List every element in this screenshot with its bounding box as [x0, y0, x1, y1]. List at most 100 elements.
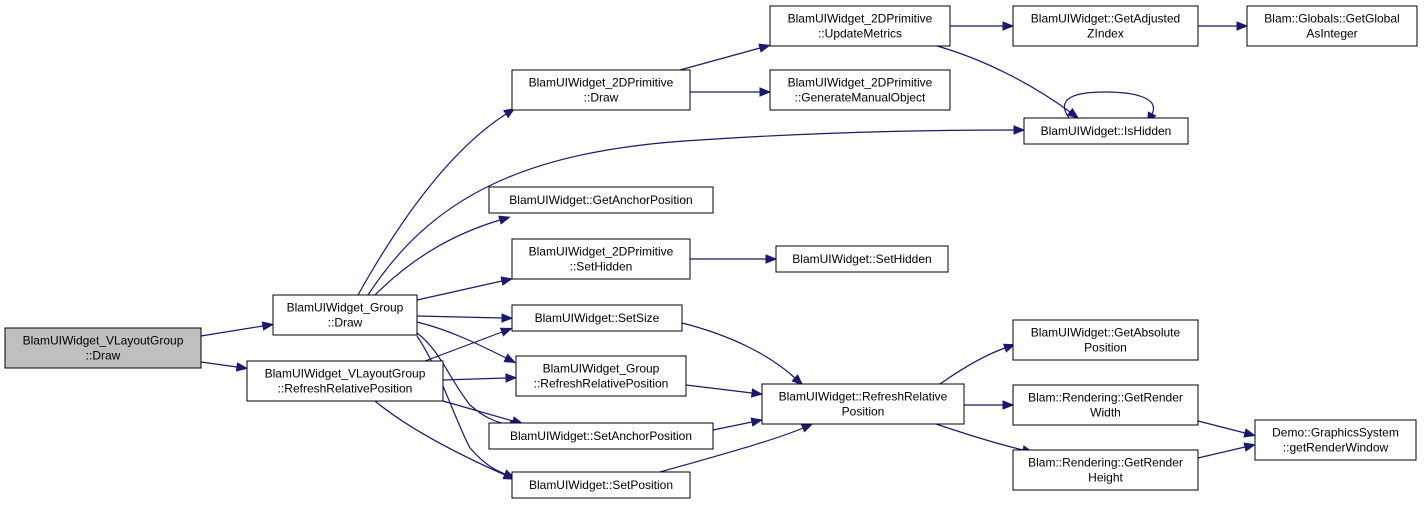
- edge-set_position-to-refresh_rel: [659, 427, 804, 473]
- node-set-size[interactable]: BlamUIWidget::SetSize: [511, 304, 683, 332]
- node-box[interactable]: [511, 471, 691, 499]
- node-label-line: ::Draw: [584, 91, 619, 105]
- edge-group_draw-to-group_refresh-arrowhead: [503, 353, 517, 364]
- node-label-line: BlamUIWidget::SetHidden: [792, 252, 931, 266]
- edge-render_height-to-graphics: [1197, 446, 1246, 459]
- node-label-line: BlamUIWidget_2DPrimitive: [529, 76, 674, 90]
- node-box[interactable]: [761, 383, 965, 425]
- node-set-anchor[interactable]: BlamUIWidget::SetAnchorPosition: [488, 422, 714, 450]
- node-box[interactable]: [272, 294, 418, 336]
- edge-group_draw-to-get_anchor-arrowhead: [498, 215, 511, 225]
- node-prim-sethidden[interactable]: BlamUIWidget_2DPrimitive::SetHidden: [511, 238, 691, 280]
- node-update-metrics[interactable]: BlamUIWidget_2DPrimitive::UpdateMetrics: [769, 5, 951, 47]
- edge-prim_sethidden-to-set_hidden-arrowhead: [765, 254, 778, 264]
- node-label-line: ::Draw: [328, 316, 363, 330]
- node-box[interactable]: [1246, 5, 1418, 47]
- edge-update_metrics-to-is_hidden-arrowhead: [1066, 107, 1080, 119]
- edges-layer: [200, 21, 1257, 480]
- node-box[interactable]: [769, 5, 951, 47]
- edge-get_adjusted-to-globals-arrowhead: [1236, 21, 1249, 31]
- edge-refresh_rel-to-render_height: [935, 423, 1024, 451]
- node-box[interactable]: [515, 355, 687, 397]
- edge-set_position-to-refresh_rel-arrowhead: [800, 423, 814, 433]
- node-box[interactable]: [511, 69, 691, 111]
- node-box[interactable]: [511, 304, 683, 332]
- edge-prim_draw-to-update_metrics: [679, 47, 761, 71]
- edge-prim_draw-to-gen_manual-arrowhead: [759, 87, 772, 97]
- node-label-line: ::RefreshRelativePosition: [534, 377, 669, 391]
- edge-vlayout_refresh-to-set_anchor: [442, 400, 514, 422]
- edge-refresh_rel-to-get_absolute-arrowhead: [1002, 343, 1016, 353]
- node-vlayout-refresh[interactable]: BlamUIWidget_VLayoutGroup::RefreshRelati…: [246, 360, 444, 402]
- edge-set_size-to-refresh_rel-arrowhead: [791, 374, 804, 386]
- edge-vlayout_draw-to-group_draw-arrowhead: [261, 321, 275, 331]
- edge-group_draw-to-set_size: [416, 315, 503, 319]
- node-label-line: BlamUIWidget::GetAbsolute: [1031, 326, 1181, 340]
- edge-render_width-to-graphics: [1197, 420, 1246, 434]
- node-vlayout-draw[interactable]: BlamUIWidget_VLayoutGroup::Draw: [4, 327, 202, 369]
- edge-vlayout_draw-to-vlayout_refresh-arrowhead: [235, 362, 249, 372]
- edge-group_draw-to-get_anchor: [374, 219, 501, 296]
- node-label-line: ::GenerateManualObject: [795, 91, 926, 105]
- node-set-position[interactable]: BlamUIWidget::SetPosition: [511, 471, 691, 499]
- node-label-line: ::UpdateMetrics: [818, 27, 902, 41]
- edge-prim_draw-to-update_metrics-arrowhead: [758, 43, 771, 53]
- edge-group_refresh-to-refresh_rel-arrowhead: [750, 388, 764, 398]
- node-label-line: BlamUIWidget::SetSize: [535, 311, 660, 325]
- node-box[interactable]: [1012, 384, 1199, 426]
- node-label-line: BlamUIWidget::SetAnchorPosition: [510, 429, 692, 443]
- node-box[interactable]: [769, 69, 951, 111]
- node-label-line: Width: [1090, 406, 1121, 420]
- node-label-line: BlamUIWidget_VLayoutGroup: [23, 334, 184, 348]
- node-label-line: BlamUIWidget_2DPrimitive: [529, 245, 674, 259]
- node-refresh-rel[interactable]: BlamUIWidget::RefreshRelativePosition: [761, 383, 965, 425]
- node-prim-draw[interactable]: BlamUIWidget_2DPrimitive::Draw: [511, 69, 691, 111]
- node-get-anchor[interactable]: BlamUIWidget::GetAnchorPosition: [488, 186, 714, 214]
- edge-set_anchor-to-refresh_rel: [712, 421, 753, 431]
- node-label-line: ::getRenderWindow: [1283, 441, 1389, 455]
- node-gen-manual[interactable]: BlamUIWidget_2DPrimitive::GenerateManual…: [769, 69, 951, 111]
- node-label-line: ZIndex: [1087, 27, 1124, 41]
- edge-group_draw-to-prim_sethidden-arrowhead: [500, 276, 514, 286]
- node-label-line: BlamUIWidget_2DPrimitive: [788, 76, 933, 90]
- node-box[interactable]: [488, 422, 714, 450]
- node-group-refresh[interactable]: BlamUIWidget_Group::RefreshRelativePosit…: [515, 355, 687, 397]
- node-label-line: BlamUIWidget::IsHidden: [1041, 124, 1172, 138]
- node-label-line: ::SetHidden: [570, 260, 633, 274]
- edge-group_draw-to-prim_draw-arrowhead: [503, 107, 516, 119]
- nodes-layer: BlamUIWidget_VLayoutGroup::DrawBlamUIWid…: [4, 5, 1418, 499]
- edge-set_anchor-to-refresh_rel-arrowhead: [750, 417, 764, 427]
- edge-vlayout_refresh-to-set_position: [374, 400, 506, 476]
- node-set-hidden[interactable]: BlamUIWidget::SetHidden: [775, 245, 949, 273]
- node-label-line: Position: [842, 405, 885, 419]
- node-box[interactable]: [1012, 449, 1199, 491]
- node-label-line: AsInteger: [1306, 27, 1357, 41]
- node-box[interactable]: [511, 238, 691, 280]
- node-graphics[interactable]: Demo::GraphicsSystem::getRenderWindow: [1254, 419, 1417, 461]
- edge-update_metrics-to-get_adjusted-arrowhead: [1002, 21, 1015, 31]
- node-label-line: Demo::GraphicsSystem: [1272, 426, 1399, 440]
- edge-group_draw-to-set_position: [416, 335, 506, 475]
- node-box[interactable]: [1254, 419, 1417, 461]
- node-box[interactable]: [246, 360, 444, 402]
- node-group-draw[interactable]: BlamUIWidget_Group::Draw: [272, 294, 418, 336]
- node-label-line: BlamUIWidget::GetAdjusted: [1031, 12, 1180, 26]
- edge-vlayout_draw-to-group_draw: [200, 325, 264, 337]
- node-box[interactable]: [1012, 5, 1199, 47]
- node-label-line: BlamUIWidget::GetAnchorPosition: [509, 193, 692, 207]
- node-box[interactable]: [488, 186, 714, 214]
- edge-is_hidden-to-is_hidden: [1063, 91, 1155, 119]
- node-box[interactable]: [775, 245, 949, 273]
- node-label-line: BlamUIWidget_VLayoutGroup: [265, 367, 426, 381]
- node-label-line: ::Draw: [86, 349, 121, 363]
- node-box[interactable]: [1023, 117, 1189, 145]
- node-box[interactable]: [1012, 319, 1199, 361]
- node-box[interactable]: [4, 327, 202, 369]
- node-is-hidden[interactable]: BlamUIWidget::IsHidden: [1023, 117, 1189, 145]
- edge-vlayout_refresh-to-group_refresh: [442, 377, 507, 381]
